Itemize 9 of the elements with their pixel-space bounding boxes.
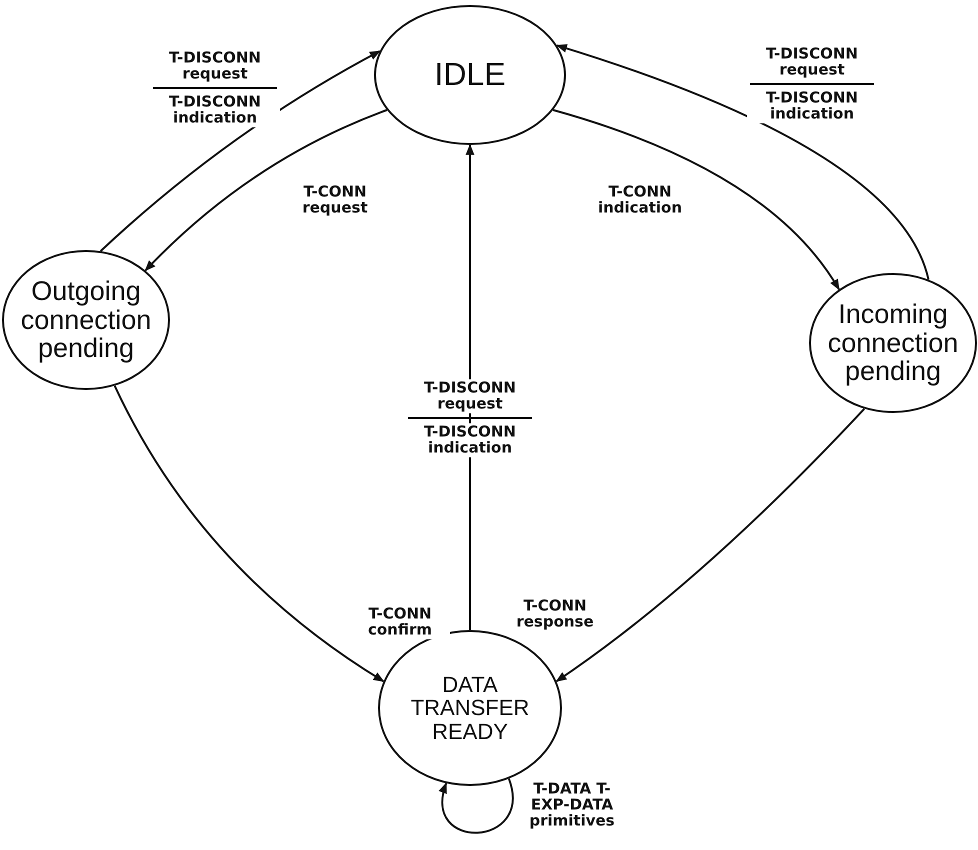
state-name: DATA TRANSFER READY: [410, 673, 530, 743]
transition-arrow: [552, 109, 840, 290]
state-name: Incoming connection pending: [826, 300, 960, 386]
transition-arrow: [556, 408, 866, 682]
transition-arrow: [440, 778, 514, 834]
state-name: Outgoing connection pending: [20, 277, 152, 363]
transition-arrow: [144, 109, 388, 272]
state-name: IDLE: [433, 58, 507, 92]
transition-arrow: [114, 385, 384, 682]
